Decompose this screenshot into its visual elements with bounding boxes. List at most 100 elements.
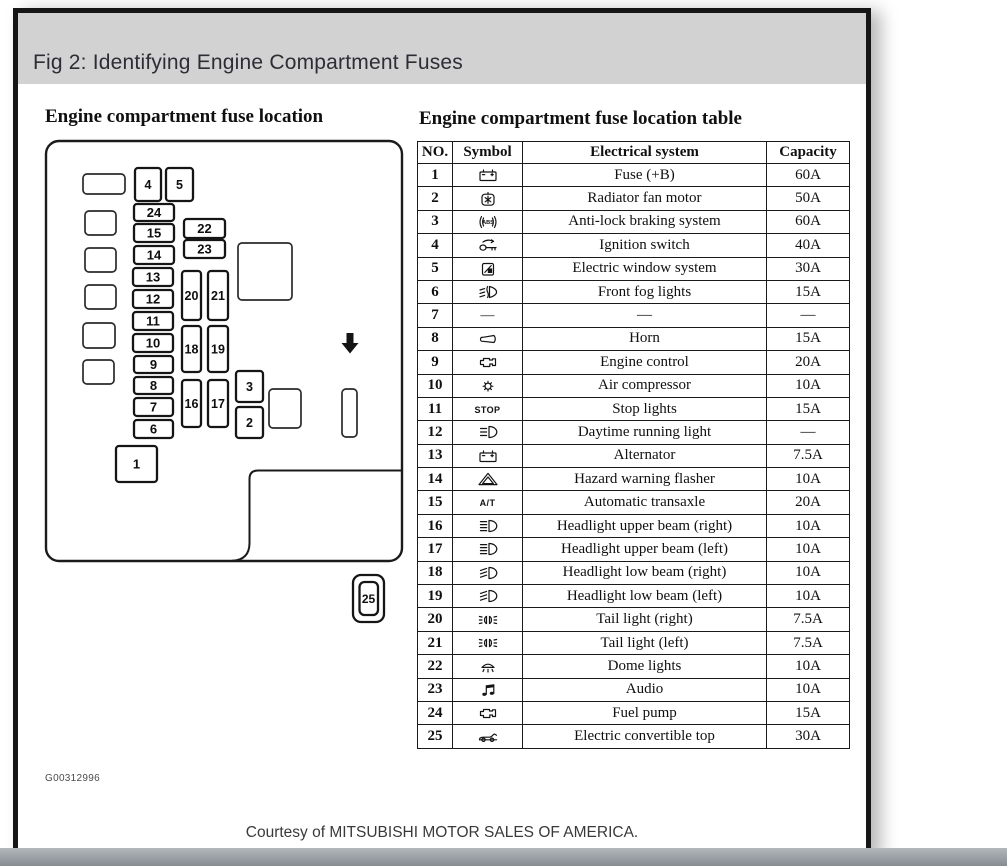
fuse-number: 5 xyxy=(417,256,453,281)
fuse-number: 9 xyxy=(417,350,453,375)
down-arrow-icon xyxy=(341,333,359,354)
fuse-box-22: 22 xyxy=(182,217,227,240)
fuse-box-label: 8 xyxy=(150,378,157,393)
hazard-icon xyxy=(476,471,500,487)
electrical-system: Headlight low beam (left) xyxy=(522,584,767,609)
electrical-system: Alternator xyxy=(522,443,767,469)
fuse-box-label: 6 xyxy=(150,422,157,437)
high-beam-icon xyxy=(476,518,500,534)
fuse-box-12: 12 xyxy=(131,288,175,310)
capacity: 10A xyxy=(766,537,850,562)
electrical-system: Electric convertible top xyxy=(522,724,767,749)
figure-title-bar: Fig 2: Identifying Engine Compartment Fu… xyxy=(18,13,866,84)
electrical-system: Engine control xyxy=(522,350,767,375)
drl-icon xyxy=(476,424,500,440)
electrical-system: Hazard warning flasher xyxy=(522,467,767,492)
electrical-system: Tail light (right) xyxy=(522,607,767,632)
relay-box xyxy=(82,173,126,195)
fuse-symbol-cell xyxy=(452,607,523,632)
electrical-system: Stop lights xyxy=(522,396,767,422)
fuse-symbol-cell xyxy=(452,256,523,281)
capacity: 60A xyxy=(766,162,850,188)
table-heading: Engine compartment fuse location table xyxy=(419,108,742,129)
fuse-box-label: 9 xyxy=(150,357,157,372)
fuse-number: 15 xyxy=(417,490,453,515)
fuse-box-label: 22 xyxy=(197,221,211,236)
fuse-box-21: 21 xyxy=(206,269,230,322)
low-beam-icon xyxy=(476,588,500,604)
fuse-number: 14 xyxy=(417,467,453,492)
fuse-box-label: 10 xyxy=(146,336,160,351)
capacity: 7.5A xyxy=(766,443,850,469)
low-beam-icon xyxy=(476,565,500,581)
battery-icon xyxy=(476,167,500,183)
fuse-box-label: 21 xyxy=(211,289,225,303)
fuse-box-17: 17 xyxy=(206,378,230,429)
fuse-box-24: 24 xyxy=(132,202,176,223)
fuse-box-label: 15 xyxy=(147,226,161,241)
capacity: 15A xyxy=(766,700,850,726)
electrical-system: Front fog lights xyxy=(522,279,767,305)
fuse-number: 23 xyxy=(417,677,453,702)
fuse-box-label: 19 xyxy=(211,343,225,357)
fuse-number: 17 xyxy=(417,537,453,562)
fuse-box-3: 3 xyxy=(234,369,265,404)
radiator-fan-icon xyxy=(476,191,500,207)
capacity: 15A xyxy=(766,279,850,305)
fuse-number: 8 xyxy=(417,326,453,352)
capacity: 30A xyxy=(766,724,850,749)
fuse-box-18: 18 xyxy=(180,324,203,374)
fuse-symbol-cell: ABS xyxy=(452,209,523,235)
fuse-symbol-cell: STOP xyxy=(452,396,523,422)
power-window-icon xyxy=(476,261,500,277)
diagram-heading: Engine compartment fuse location xyxy=(45,106,324,127)
relay-box xyxy=(82,322,116,349)
electrical-system: Radiator fan motor xyxy=(522,186,767,211)
capacity: 20A xyxy=(766,350,850,375)
fuse-box-label: 7 xyxy=(150,400,157,415)
capacity: — xyxy=(766,303,850,328)
fuse-number: 11 xyxy=(417,396,453,422)
capacity: 10A xyxy=(766,584,850,609)
capacity: 60A xyxy=(766,209,850,235)
fuse-box-label: 11 xyxy=(146,314,160,329)
fuse-box-label: 5 xyxy=(176,178,183,192)
convertible-icon xyxy=(476,729,500,745)
column-header-symbol: Symbol xyxy=(452,141,523,164)
electrical-system: Air compressor xyxy=(522,373,767,398)
capacity: 10A xyxy=(766,654,850,679)
column-header-capacity: Capacity xyxy=(766,141,850,164)
fuse-box-label: 3 xyxy=(246,380,253,394)
electrical-system: Ignition switch xyxy=(522,233,767,258)
fuse-box-label: 20 xyxy=(185,289,199,303)
fuse-symbol-cell xyxy=(452,677,523,702)
stop-label: STOP xyxy=(474,404,501,415)
audio-icon xyxy=(476,682,500,698)
electrical-system: — xyxy=(522,303,767,328)
fuse-number: 22 xyxy=(417,654,453,679)
fuse-box-2: 2 xyxy=(234,405,265,440)
electrical-system: Dome lights xyxy=(522,654,767,679)
column-header-no: NO. xyxy=(417,141,453,164)
fuse-symbol-cell xyxy=(452,584,523,609)
fuse-symbol-cell: — xyxy=(452,303,523,328)
ignition-switch-icon xyxy=(476,237,500,253)
fuse-box-7: 7 xyxy=(132,396,175,418)
fuse-symbol-cell xyxy=(452,373,523,398)
fuse-symbol-cell xyxy=(452,467,523,492)
electrical-system: Anti-lock braking system xyxy=(522,209,767,235)
dome-light-icon xyxy=(476,658,500,674)
fuse-box-16: 16 xyxy=(180,378,203,429)
capacity: 7.5A xyxy=(766,630,850,656)
fuse-box-9: 9 xyxy=(132,354,175,375)
fuse-symbol-cell xyxy=(452,537,523,562)
horn-icon xyxy=(476,331,500,347)
